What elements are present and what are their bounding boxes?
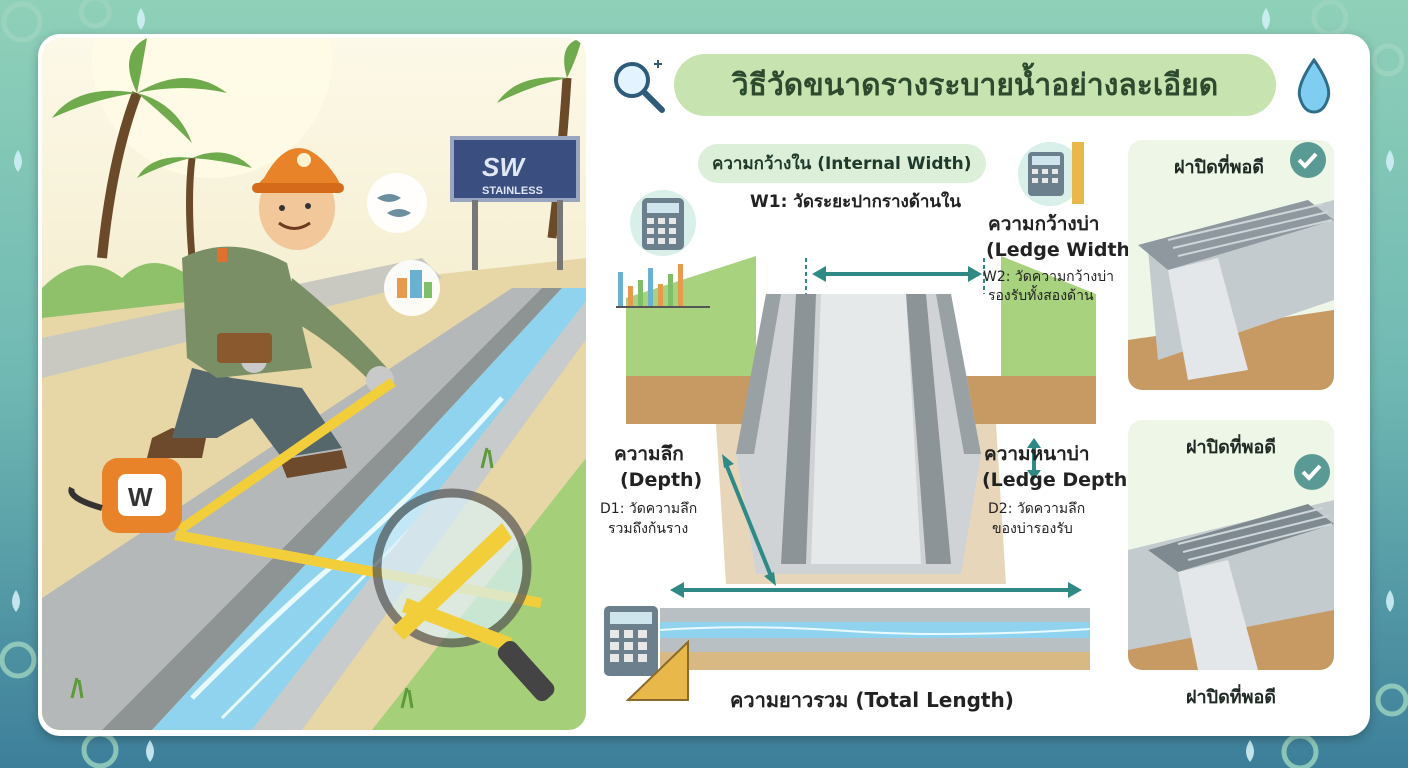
depth-label-en: (Depth)	[620, 469, 703, 491]
water-drop-icon	[1386, 150, 1394, 172]
magnifier-plus-icon	[614, 60, 665, 113]
ledge-depth-label-th: ความหนาบ่า	[984, 443, 1090, 465]
cover-card-label: ฝาปิดที่พอดี	[1186, 437, 1276, 458]
water-drop-icon	[137, 8, 145, 30]
depth-desc-2: รวมถึงก้นราง	[608, 521, 689, 537]
ledge-width-desc-2: รองรับทั้งสองด้าน	[988, 288, 1094, 304]
calculator-icon	[630, 190, 696, 256]
water-drop-icon	[12, 590, 20, 612]
calculator-ruler-icon	[1018, 142, 1084, 206]
depth-label-th: ความลึก	[614, 443, 684, 465]
ledge-width-label-en: (Ledge Width)	[986, 239, 1139, 261]
measuring-tape	[177, 378, 396, 534]
gear-icon	[78, 0, 112, 29]
gear-icon	[81, 731, 119, 768]
calculator-icon	[604, 606, 689, 701]
depth-desc-1: D1: วัดความลึก	[600, 501, 698, 517]
cover-card-label: ฝาปิดที่พอดี	[1186, 687, 1276, 708]
ledge-depth-desc-2: ของบ่ารองรับ	[992, 521, 1073, 537]
total-length-diagram	[659, 582, 1091, 670]
set-square-icon	[625, 639, 689, 701]
bar-chart-icon	[616, 264, 710, 308]
water-flow	[152, 288, 586, 730]
water-drop-icon	[1262, 8, 1270, 30]
depth-arrow	[724, 463, 773, 577]
ledge-width-label-th: ความกว้างบ่า	[988, 213, 1100, 235]
gear-icon	[1281, 733, 1319, 768]
internal-width-desc: W1: วัดระยะปากรางด้านใน	[750, 192, 961, 212]
water-drop-icon	[1297, 58, 1331, 114]
water-drop-icon	[1386, 590, 1394, 612]
total-length-label: ความยาวรวม (Total Length)	[730, 688, 1014, 712]
worker-figure	[147, 148, 394, 478]
gear-icon	[1311, 0, 1349, 37]
worker-scene: SW STAINLESS	[42, 38, 586, 730]
sign-text: STAINLESS	[482, 185, 543, 197]
ledge-width-desc-1: W2: วัดความกว้างบ่า	[983, 269, 1114, 285]
internal-width-label: ความกว้างใน (Internal Width)	[698, 144, 986, 183]
gear-icon	[1371, 43, 1405, 77]
water-drop-icon	[146, 740, 154, 762]
ledge-depth-label-en: (Ledge Depth)	[982, 469, 1136, 491]
gear-icon	[1375, 683, 1408, 717]
ruler-icon	[1072, 142, 1084, 204]
magnifier-icon	[372, 488, 555, 702]
cover-card-1: ฝาปิดที่พอดี	[1128, 140, 1334, 390]
gear-icon	[1, 1, 43, 43]
page-title: วิธีวัดขนาดรางระบายน้ำอย่างละเอียด	[674, 54, 1276, 116]
ledge-depth-desc-1: D2: วัดความลึก	[988, 501, 1086, 517]
sign-brand: SW	[482, 152, 526, 182]
water-drop-icon	[14, 150, 22, 172]
gear-icon	[0, 641, 37, 679]
tape-measure-icon: W	[68, 458, 182, 533]
water-drop-icon	[1246, 740, 1254, 762]
cover-card-label: ฝาปิดที่พอดี	[1174, 157, 1264, 178]
cover-card-2: ฝาปิดที่พอดี	[1128, 420, 1334, 670]
drainage-channel	[42, 288, 542, 730]
main-card: SW STAINLESS	[38, 34, 1370, 736]
tape-brand: W	[128, 482, 153, 512]
grate-cover	[1138, 200, 1334, 270]
channel-diagram	[626, 256, 1096, 586]
